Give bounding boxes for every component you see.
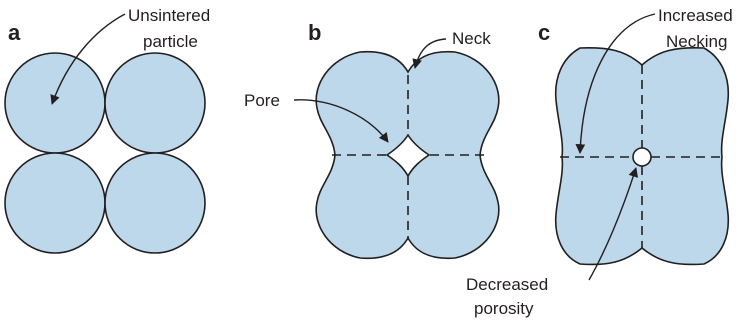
pore-b — [385, 133, 431, 178]
pore-label: Pore — [244, 91, 280, 110]
panel-a: a Unsintered particle — [4, 6, 215, 254]
decreased-porosity-arrow — [588, 167, 638, 281]
unsintered-label-line-2: particle — [143, 32, 198, 51]
pore-c — [632, 147, 652, 167]
particle-bottom-left — [4, 152, 106, 254]
panel-b: b Neck Pore — [244, 20, 500, 260]
neck-arrow — [412, 38, 447, 69]
panel-a-letter: a — [8, 20, 21, 45]
panel-c: c Increased Necking Decreased porosity — [466, 6, 737, 318]
unsintered-label-line-1: Unsintered — [128, 6, 210, 25]
panel-b-letter: b — [308, 20, 321, 45]
increased-necking-label: Increased Necking — [658, 6, 737, 51]
increased-necking-arrow — [575, 13, 656, 154]
decreased-porosity-line-2: porosity — [474, 299, 534, 318]
particle-top-right — [104, 52, 206, 154]
pore-arrow — [293, 99, 389, 143]
neck-label: Neck — [452, 29, 491, 48]
increased-necking-line-1: Increased — [658, 6, 733, 25]
panel-c-letter: c — [538, 20, 550, 45]
decreased-porosity-line-1: Decreased — [466, 275, 548, 294]
particle-top-left — [4, 52, 106, 154]
unsintered-arrow — [50, 13, 126, 105]
increased-necking-line-2: Necking — [666, 32, 727, 51]
particle-bottom-right — [104, 152, 206, 254]
decreased-porosity-label: Decreased porosity — [466, 275, 553, 318]
unsintered-particle-label: Unsintered particle — [128, 6, 215, 51]
